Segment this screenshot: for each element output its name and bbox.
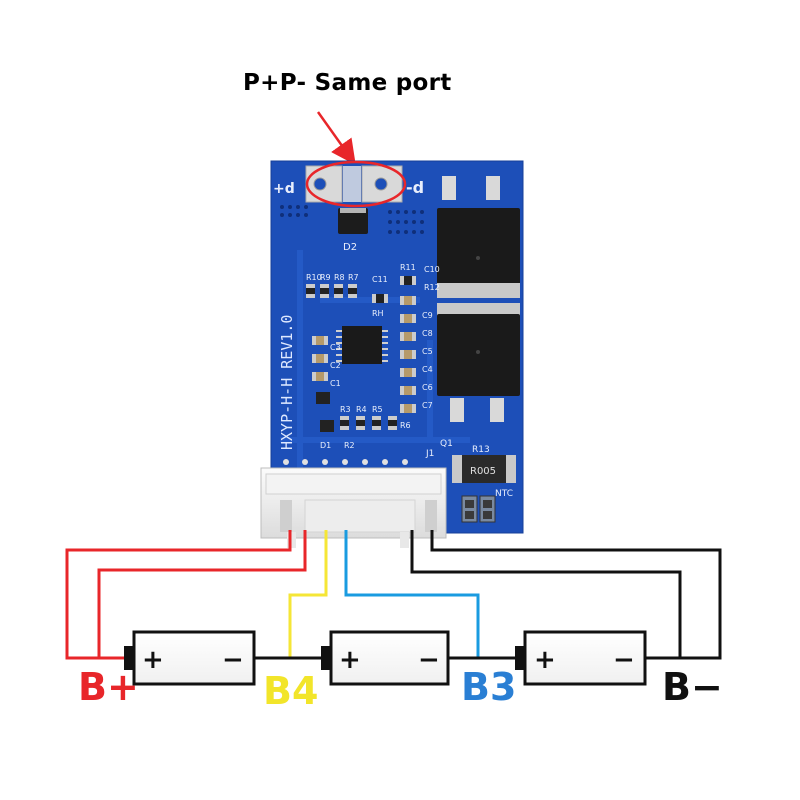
cell-2-minus: −: [418, 645, 440, 675]
label-b4: B4: [263, 669, 319, 713]
pcb-board: +d -d D2: [270, 160, 524, 534]
ref-q1: Q1: [440, 439, 453, 449]
wire-bplus-inner: [97, 530, 307, 658]
board-revision: HXYP-H-H REV1.0: [278, 315, 296, 450]
cell-1-minus: −: [222, 645, 244, 675]
ref-r6: R6: [400, 421, 411, 430]
via-grid: [280, 205, 424, 234]
wire-bminus-outer: [430, 530, 722, 660]
ref-c3: C3: [330, 343, 341, 352]
pad-minus-label: -d: [406, 178, 424, 197]
ref-c7: C7: [422, 401, 433, 410]
battery-cell-3: + −: [515, 630, 647, 686]
wires: [65, 530, 722, 660]
label-b-minus: B−: [662, 665, 723, 709]
header-pin-holes: [283, 459, 408, 465]
wire-bplus-outer: [65, 530, 292, 660]
ref-c2: C2: [330, 361, 341, 370]
ref-r4: R4: [356, 405, 367, 414]
cell-2-plus: +: [339, 645, 361, 675]
ref-r10: R10: [306, 273, 322, 282]
ref-r13: R13: [472, 445, 490, 455]
mosfet-lower: [437, 303, 520, 422]
wire-b3: [344, 530, 480, 658]
battery-cell-1: + −: [124, 630, 256, 686]
port-annotation: P+P- Same port: [243, 70, 452, 96]
ref-r11: R11: [400, 263, 416, 272]
battery-cell-2: + −: [321, 630, 450, 686]
ref-c5: C5: [422, 347, 433, 356]
bms-ic: [342, 326, 382, 364]
balance-connector: [260, 467, 447, 548]
pad-plus-label: +d: [273, 181, 295, 197]
annotation-arrow: [316, 111, 356, 166]
ref-r3: R3: [340, 405, 351, 414]
ref-c6: C6: [422, 383, 433, 392]
label-b3: B3: [461, 665, 517, 709]
cell-1-plus: +: [142, 645, 164, 675]
ref-r5: R5: [372, 405, 383, 414]
mosfet-upper: [437, 176, 520, 298]
ref-c8: C8: [422, 329, 433, 338]
cell-3-plus: +: [534, 645, 556, 675]
wire-b4: [288, 530, 328, 658]
diode-d2: [338, 208, 368, 234]
wire-bminus-inner: [410, 530, 682, 658]
ref-r2: R2: [344, 441, 355, 450]
ref-d1: D1: [320, 441, 331, 450]
ref-r12: R12: [424, 283, 440, 292]
ref-c10: C10: [424, 265, 440, 274]
cell-3-minus: −: [613, 645, 635, 675]
ref-r7: R7: [348, 273, 359, 282]
smd-components: [306, 276, 416, 432]
ref-c9: C9: [422, 311, 433, 320]
diode-label: D2: [343, 242, 357, 253]
ref-j1: J1: [425, 449, 434, 459]
ref-r8: R8: [334, 273, 345, 282]
ref-c11: C11: [372, 275, 388, 284]
ref-r9: R9: [320, 273, 331, 282]
ntc-label: NTC: [495, 489, 513, 499]
port-highlight-ellipse: [305, 160, 407, 208]
ref-c4: C4: [422, 365, 433, 374]
ref-rh: RH: [372, 309, 384, 318]
ref-c1: C1: [330, 379, 341, 388]
label-b-plus: B+: [78, 665, 139, 709]
sense-resistor-marking: R005: [470, 466, 496, 477]
